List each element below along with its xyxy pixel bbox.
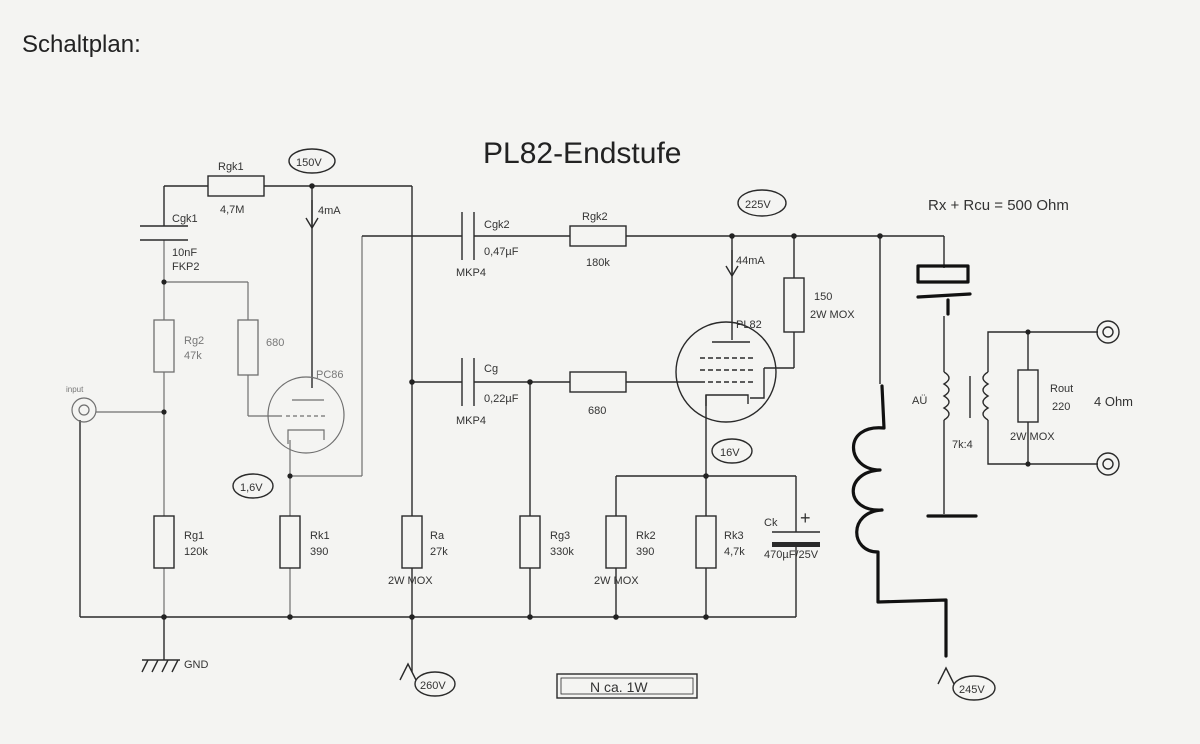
rg1-name: Rg1 [184, 530, 204, 542]
cgk1-type: FKP2 [172, 261, 200, 273]
impedance-equation: Rx + Rcu = 500 Ohm [928, 197, 1069, 214]
supply-arrow-260v [399, 662, 417, 681]
capacitor-cg [461, 358, 475, 406]
ck-value: 470µF/25V [764, 549, 819, 561]
resistor-680-pl82 [569, 371, 627, 393]
current-arrow-4ma [305, 200, 319, 230]
cgk1-name: Cgk1 [172, 213, 198, 225]
resistor-rg1 [153, 515, 175, 569]
resistor-680-grid [237, 319, 259, 376]
au-name: AÜ [912, 395, 927, 407]
rg2-name: Rg2 [184, 335, 204, 347]
cg-value: 0,22µF [484, 393, 519, 405]
voltage-marker-150v [288, 148, 336, 174]
ground-symbol [141, 659, 180, 673]
capacitor-ck [772, 531, 820, 547]
rk1-value: 390 [310, 546, 328, 558]
cgk2-type: MKP4 [456, 267, 486, 279]
rgk2-name: Rgk2 [582, 211, 608, 223]
capacitor-cgk1 [140, 225, 188, 241]
capacitor-cgk2 [461, 212, 475, 260]
output-terminal-top [1096, 320, 1120, 344]
rgk1-value: 4,7M [220, 204, 244, 216]
load-4ohm: 4 Ohm [1094, 394, 1133, 409]
r680a-value: 680 [266, 337, 284, 349]
output-terminal-bottom [1096, 452, 1120, 476]
cg-type: MKP4 [456, 415, 486, 427]
tube-pc86 [267, 376, 345, 454]
rk3-value: 4,7k [724, 546, 745, 558]
cgk2-value: 0,47µF [484, 246, 519, 258]
gnd-label: GND [184, 659, 209, 671]
rgk1-name: Rgk1 [218, 161, 244, 173]
rk3-name: Rk3 [724, 530, 744, 542]
ra-type: 2W MOX [388, 575, 433, 587]
tube-pl82-label: PL82 [736, 319, 762, 331]
voltage-260v: 260V [420, 680, 446, 692]
r680b-value: 680 [588, 405, 606, 417]
current-4ma: 4mA [318, 205, 341, 217]
current-44ma: 44mA [736, 255, 765, 267]
input-label: input [66, 385, 84, 394]
cgk2-name: Cgk2 [484, 219, 510, 231]
power-rating: N ca. 1W [590, 679, 648, 695]
r150-value: 150 [814, 291, 832, 303]
resistor-rk2 [605, 515, 627, 569]
current-arrow-44ma [725, 250, 739, 278]
ck-plus: + [800, 508, 811, 528]
voltage-225v: 225V [745, 199, 771, 211]
voltage-150v: 150V [296, 157, 322, 169]
resistor-rgk2 [569, 225, 627, 247]
resistor-rout [1017, 369, 1039, 423]
rout-value: 220 [1052, 401, 1070, 413]
rgk2-value: 180k [586, 257, 610, 269]
rk2-name: Rk2 [636, 530, 656, 542]
resistor-ra [401, 515, 423, 569]
rout-name: Rout [1050, 383, 1073, 395]
rg2-value: 47k [184, 350, 202, 362]
cg-name: Cg [484, 363, 498, 375]
voltage-marker-1-6v [232, 473, 274, 499]
voltage-marker-16v [711, 438, 753, 464]
voltage-16v: 16V [720, 447, 740, 459]
rk1-name: Rk1 [310, 530, 330, 542]
resistor-rk3 [695, 515, 717, 569]
tube-pc86-label: PC86 [316, 369, 344, 381]
voltage-1-6v: 1,6V [240, 482, 263, 494]
au-ratio: 7k:4 [952, 439, 973, 451]
resistor-rg3 [519, 515, 541, 569]
rg3-value: 330k [550, 546, 574, 558]
cgk1-value: 10nF [172, 247, 197, 259]
voltage-marker-245v [952, 675, 996, 701]
ck-name: Ck [764, 517, 778, 529]
rout-type: 2W MOX [1010, 431, 1055, 443]
ra-name: Ra [430, 530, 445, 542]
page-header: Schaltplan: [22, 31, 141, 58]
transformer-au [942, 256, 1098, 514]
rg3-name: Rg3 [550, 530, 570, 542]
resistor-rgk1 [207, 175, 265, 197]
hand-drawn-choke [851, 264, 978, 658]
voltage-245v: 245V [959, 684, 985, 696]
r150-type: 2W MOX [810, 309, 855, 321]
tube-pl82 [675, 321, 777, 423]
voltage-marker-225v [737, 189, 787, 217]
supply-arrow-245v [937, 666, 955, 685]
schematic-title: PL82-Endstufe [483, 137, 681, 170]
resistor-rk1 [279, 515, 301, 569]
rk2-value: 390 [636, 546, 654, 558]
resistor-150 [783, 277, 805, 333]
voltage-marker-260v [414, 671, 456, 697]
ra-value: 27k [430, 546, 448, 558]
input-jack [71, 397, 97, 423]
resistor-rg2 [153, 319, 175, 373]
rk2-type: 2W MOX [594, 575, 639, 587]
rg1-value: 120k [184, 546, 208, 558]
